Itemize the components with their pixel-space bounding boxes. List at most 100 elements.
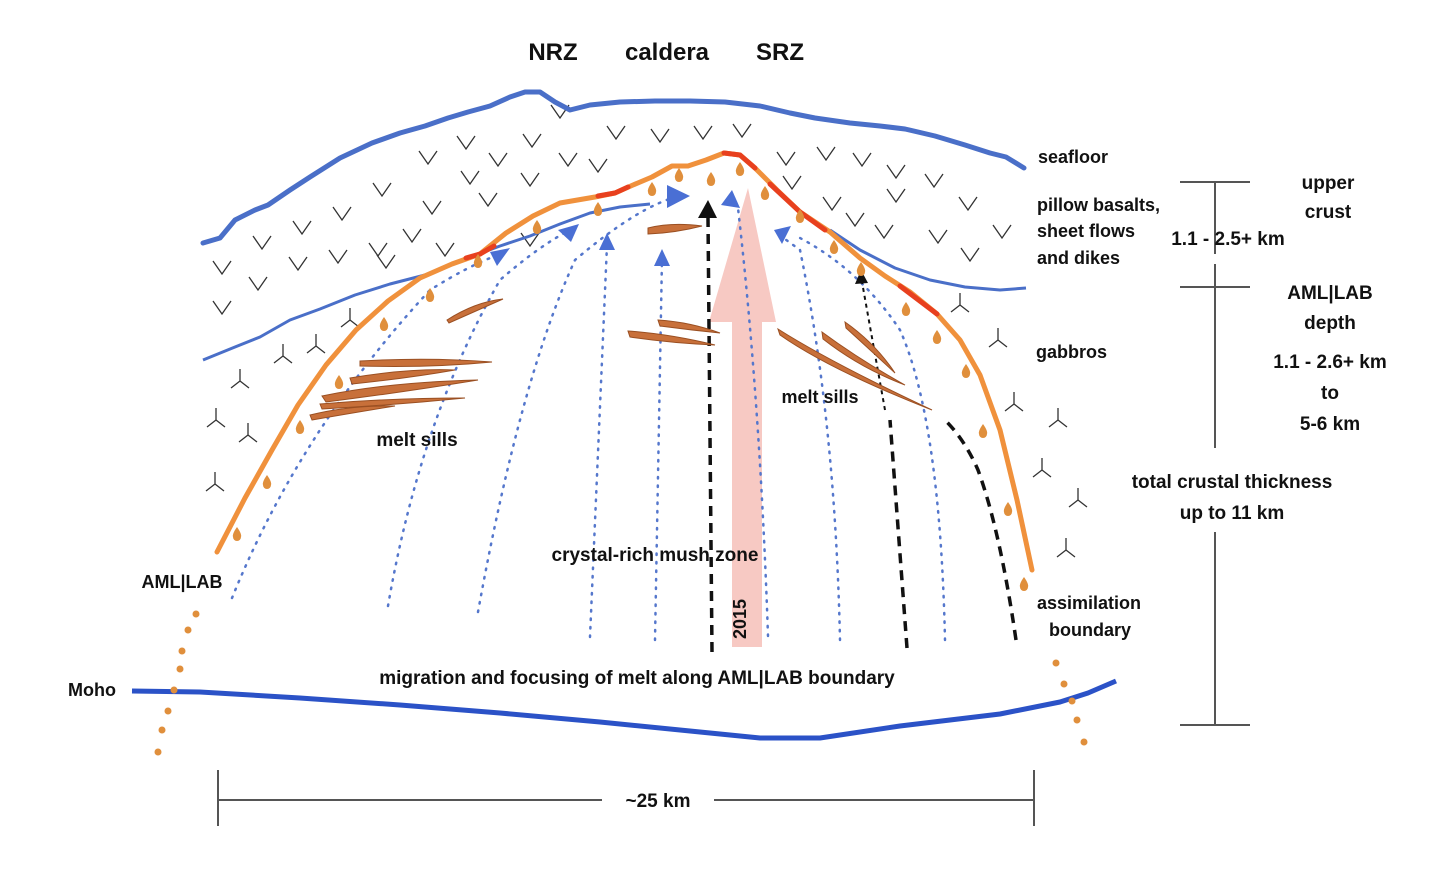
- v-symbol: [368, 242, 388, 258]
- v-symbol: [558, 152, 578, 168]
- v-symbol: [328, 249, 348, 265]
- gabbro-pattern: [205, 293, 1088, 558]
- v-symbol: [886, 188, 906, 204]
- gabbro-symbol: [1048, 408, 1068, 428]
- boundary-dot: [1068, 697, 1076, 705]
- label-moho: Moho: [68, 680, 116, 700]
- label-aml-lab-left: AML|LAB: [141, 572, 222, 592]
- v-symbol: [992, 224, 1012, 240]
- melt-drop: [961, 364, 971, 378]
- moho-line: [131, 678, 1117, 741]
- boundary-dot: [178, 647, 186, 655]
- boundary-dot: [176, 665, 184, 673]
- gabbro-symbol: [306, 334, 326, 354]
- v-symbol: [520, 172, 540, 188]
- label-melt-sills-right: melt sills: [781, 387, 858, 407]
- gabbro-symbol: [988, 328, 1008, 348]
- v-symbol: [376, 254, 396, 270]
- label-srz: SRZ: [756, 39, 804, 66]
- v-symbol: [212, 300, 232, 316]
- label-upper-crust-thickness: 1.1 - 2.5+ km: [1171, 229, 1285, 250]
- label-aml-lab-depth-1: AML|LAB: [1287, 283, 1373, 304]
- label-melt-sills-left: melt sills: [376, 430, 457, 451]
- melt-drop: [473, 254, 483, 268]
- gabbro-symbol: [273, 344, 293, 364]
- label-aml-depth-range-1: 1.1 - 2.6+ km: [1273, 352, 1387, 373]
- dashed-magma-paths: [706, 217, 1018, 653]
- v-symbol: [422, 200, 442, 216]
- melt-flow-paths: [230, 194, 947, 642]
- upper-gabbro-boundary-line-right: [829, 228, 1027, 292]
- melt-drop: [760, 186, 770, 200]
- melt-drop: [978, 424, 988, 438]
- boundary-dot: [184, 626, 192, 634]
- melt-drop: [532, 220, 542, 234]
- gabbro-symbol: [1004, 392, 1024, 412]
- v-symbol: [782, 175, 802, 191]
- crustal-scale-bar: [1180, 181, 1250, 726]
- label-nrz: NRZ: [528, 39, 577, 66]
- v-symbol: [588, 158, 608, 174]
- melt-drop: [735, 162, 745, 176]
- thin-dashed-arrowhead: [855, 270, 868, 284]
- width-scale-bar: [217, 770, 1035, 826]
- boundary-dot: [1052, 659, 1060, 667]
- v-symbol: [478, 192, 498, 208]
- v-symbol: [606, 125, 626, 141]
- label-aml-depth-range-3: 5-6 km: [1300, 414, 1360, 435]
- v-symbol: [372, 182, 392, 198]
- v-symbol: [732, 123, 752, 139]
- v-symbol: [816, 146, 836, 162]
- v-symbol: [332, 206, 352, 222]
- boundary-dot: [1080, 738, 1088, 746]
- gabbro-symbol: [205, 472, 225, 492]
- gabbro-symbol: [1056, 538, 1076, 558]
- label-upper-crust-desc-2: sheet flows: [1037, 221, 1135, 241]
- v-symbol: [874, 224, 894, 240]
- v-symbol: [288, 256, 308, 272]
- label-migration: migration and focusing of melt along AML…: [379, 668, 895, 689]
- gabbro-symbol: [950, 293, 970, 313]
- boundary-dot: [170, 686, 178, 694]
- v-symbol: [650, 128, 670, 144]
- upwelling-arrow: [709, 188, 776, 647]
- melt-drop: [674, 168, 684, 182]
- melt-drop: [262, 475, 272, 489]
- melt-drop: [334, 375, 344, 389]
- v-symbol: [488, 152, 508, 168]
- aml-lab-dotted-extension: [154, 610, 1088, 756]
- melt-drop: [379, 317, 389, 331]
- melt-drop: [647, 182, 657, 196]
- melt-drop: [829, 240, 839, 254]
- melt-drop: [795, 209, 805, 223]
- label-assimilation-1: assimilation: [1037, 593, 1141, 613]
- v-symbol: [958, 196, 978, 212]
- v-symbol: [845, 212, 865, 228]
- melt-sills: [309, 223, 933, 421]
- melt-drop: [856, 262, 866, 276]
- boundary-dot: [164, 707, 172, 715]
- v-symbol: [822, 196, 842, 212]
- v-symbol: [886, 164, 906, 180]
- melt-drop: [425, 288, 435, 302]
- melt-drop: [901, 302, 911, 316]
- v-symbol: [456, 135, 476, 151]
- boundary-dot: [1073, 716, 1081, 724]
- gabbro-symbol: [206, 408, 226, 428]
- gabbro-symbol: [230, 369, 250, 389]
- boundary-dot: [154, 748, 162, 756]
- v-symbol: [252, 235, 272, 251]
- v-symbol: [460, 170, 480, 186]
- v-symbol: [248, 276, 268, 292]
- v-symbol: [924, 173, 944, 189]
- melt-flow-arrowheads: [490, 185, 791, 266]
- gabbro-symbol: [1032, 458, 1052, 478]
- label-upper-crust-desc-1: pillow basalts,: [1037, 195, 1160, 215]
- melt-drop: [706, 172, 716, 186]
- label-upper-crust-desc-3: and dikes: [1037, 248, 1120, 268]
- label-aml-depth-range-2: to: [1321, 383, 1339, 404]
- boundary-dot: [158, 726, 166, 734]
- label-total-thickness-1: total crustal thickness: [1132, 472, 1333, 493]
- v-symbol: [435, 242, 455, 258]
